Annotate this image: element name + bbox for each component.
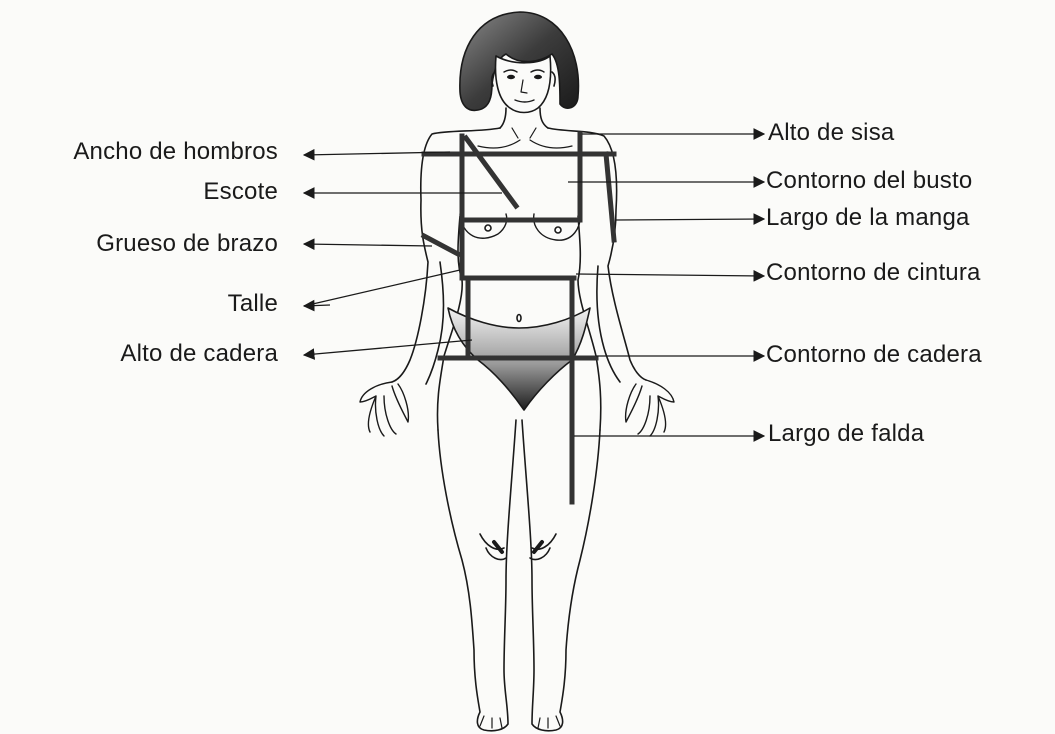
face-shape xyxy=(496,56,551,113)
right-knee xyxy=(530,534,556,560)
sleeve-bar xyxy=(606,154,614,240)
label-contorno-del-busto: Contorno del busto xyxy=(766,167,972,195)
right-leg xyxy=(522,420,600,731)
left-leg xyxy=(438,420,516,731)
left-hand xyxy=(360,382,408,436)
woman-figure xyxy=(360,12,674,731)
right-hand xyxy=(626,380,674,436)
label-contorno-de-cintura: Contorno de cintura xyxy=(766,259,981,287)
label-alto-de-sisa: Alto de sisa xyxy=(768,119,894,147)
label-grueso-de-brazo: Grueso de brazo xyxy=(96,230,278,258)
arm-girth-bar xyxy=(424,236,458,254)
label-contorno-de-cadera: Contorno de cadera xyxy=(766,341,982,369)
label-ancho-de-hombros: Ancho de hombros xyxy=(73,138,278,166)
label-largo-de-la-manga: Largo de la manga xyxy=(766,204,970,232)
leader-talle xyxy=(304,270,460,306)
leader-contorno-de-cintura xyxy=(576,274,764,276)
bust xyxy=(460,212,580,240)
label-talle: Talle xyxy=(228,290,278,318)
label-alto-de-cadera: Alto de cadera xyxy=(120,340,278,368)
leader-grueso-de-brazo xyxy=(304,244,432,246)
label-escote: Escote xyxy=(203,178,278,206)
leader-largo-de-la-manga xyxy=(616,219,764,220)
label-largo-de-falda: Largo de falda xyxy=(768,420,924,448)
left-knee xyxy=(480,534,506,560)
